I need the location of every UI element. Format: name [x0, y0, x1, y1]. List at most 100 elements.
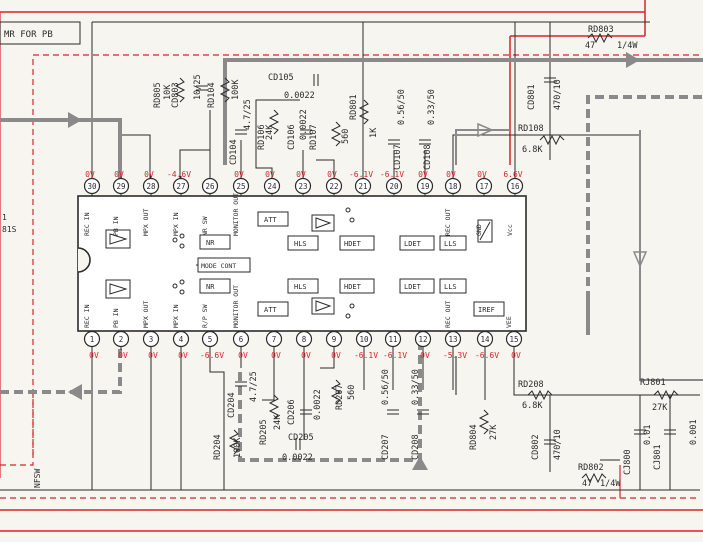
- component-ref: RD107: [309, 124, 319, 150]
- pin-circle: [112, 330, 130, 348]
- component-value: 470/10: [553, 429, 563, 460]
- chip-reference: 1 81S: [2, 213, 17, 234]
- pin-voltage: 0V: [477, 170, 487, 179]
- pin-voltage: 0V: [420, 351, 430, 360]
- component-value: 27K: [489, 424, 499, 440]
- resistor-symbol: [653, 389, 679, 401]
- component-value: 6.8K: [522, 145, 543, 155]
- component-value: 0.0022: [313, 389, 323, 420]
- component-value: 560: [347, 385, 357, 400]
- pin-function: MPX OUT: [142, 209, 150, 236]
- block-att-bottom-label: ATT: [264, 306, 277, 314]
- component-value: 100K: [233, 437, 243, 458]
- pin-circle: [83, 177, 101, 195]
- pin-circle: [354, 177, 372, 195]
- block-nr-top-label: NR: [206, 239, 215, 247]
- pin-function: REC OUT: [444, 301, 452, 328]
- pin-voltage: 0V: [271, 351, 281, 360]
- block-hls-top-label: HLS: [294, 240, 307, 248]
- arrow-head: [477, 122, 494, 138]
- pin-number: 13: [448, 335, 457, 344]
- pin-circle: [172, 177, 190, 195]
- pin-circle: [416, 177, 434, 195]
- block-att-top-label: ATT: [264, 216, 277, 224]
- component-ref: CD206: [287, 399, 297, 425]
- component-ref: RD803: [588, 25, 614, 35]
- component-value: 0.001: [689, 419, 699, 445]
- capacitor-symbol: [295, 438, 301, 450]
- capacitor-symbol: [300, 129, 312, 135]
- pin-circle: [505, 330, 523, 348]
- block-hls-top: HLS: [287, 235, 319, 251]
- block-lls-top-label: LLS: [444, 240, 457, 248]
- capacitor-symbol: [544, 77, 556, 83]
- capacitor-symbol: [387, 409, 399, 415]
- pin-voltage: -6.1V: [354, 351, 378, 360]
- pin-number: 16: [510, 182, 520, 191]
- pin-voltage: -6.1V: [383, 351, 407, 360]
- pin-circle: [476, 330, 494, 348]
- pin-number: 10: [359, 335, 369, 344]
- resistor-symbol: [539, 134, 565, 146]
- pin-number: 2: [119, 335, 124, 344]
- pin-function: MPX IN: [172, 304, 180, 328]
- component-value: 6.8K: [522, 401, 543, 411]
- pin-circle: [201, 177, 219, 195]
- component-value: 24K: [265, 124, 275, 140]
- component-ref: RD802: [578, 463, 604, 473]
- component-ref: CD207: [381, 434, 391, 460]
- pin-voltage: 0V: [418, 170, 428, 179]
- signal-arrows: [68, 52, 648, 470]
- pin-number: 15: [509, 335, 518, 344]
- block-ldet-bottom-label: LDET: [404, 283, 422, 291]
- pin-voltage: 0V: [114, 170, 124, 179]
- resistor-symbol: [268, 394, 280, 420]
- pin-function: GND: [475, 224, 483, 236]
- pin-voltage: -6.1V: [380, 170, 404, 179]
- capacitor-symbol: [419, 139, 431, 145]
- component-ref: CD105: [268, 73, 294, 83]
- pin-voltage: 0V: [265, 170, 275, 179]
- pin-circle: [355, 330, 373, 348]
- pin-voltage: 6.6V: [503, 170, 522, 179]
- pin-circle: [112, 177, 130, 195]
- resistor-symbol: [174, 77, 186, 103]
- nfsw-label: NFSW: [33, 469, 42, 488]
- pin-number: 28: [146, 182, 156, 191]
- resistor-symbol: [228, 429, 240, 455]
- component-value: 47: [582, 479, 592, 489]
- component-value: 1K: [369, 127, 379, 138]
- component-value: 100K: [231, 79, 241, 100]
- capacitor-symbol: [235, 129, 247, 135]
- component-ref: CD108: [423, 144, 433, 170]
- pin-voltage: 0V: [446, 170, 456, 179]
- pin-number: 29: [116, 182, 125, 191]
- pin-number: 18: [448, 182, 458, 191]
- ic-internal-blocks: NR NR MODE CONT ATT ATT HLS HDET LDET: [105, 207, 505, 319]
- pin-circle: [142, 330, 160, 348]
- block-lls-bottom-label: LLS: [444, 283, 457, 291]
- resistor-symbol: [478, 409, 490, 435]
- resistor-symbol: [358, 99, 370, 125]
- header-box: MR FOR PB: [0, 21, 81, 45]
- component-value: 47: [585, 41, 595, 51]
- pin-number: 5: [208, 335, 213, 344]
